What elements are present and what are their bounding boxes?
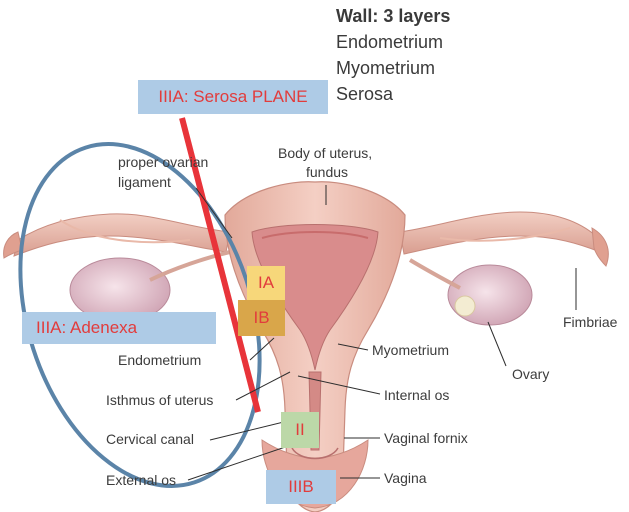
label-internal-os: Internal os <box>384 387 449 403</box>
wall-layer-myometrium: Myometrium <box>336 58 435 79</box>
stage-iiia-serosa-box: IIIA: Serosa PLANE <box>138 80 328 114</box>
label-ovary: Ovary <box>512 366 549 382</box>
label-myometrium: Myometrium <box>372 342 449 358</box>
stage-ia-box: IA <box>247 266 285 300</box>
stage-iiib-box: IIIB <box>266 470 336 504</box>
label-external-os: External os <box>106 472 176 488</box>
stage-iiia-adnexa-label: IIIA: Adenexa <box>36 318 137 338</box>
label-vagina: Vagina <box>384 470 427 486</box>
stage-ii-box: II <box>281 412 319 448</box>
left-fallopian-tube <box>4 214 230 258</box>
label-vaginal-fornix: Vaginal fornix <box>384 430 468 446</box>
label-fimbriae: Fimbriae <box>563 314 617 330</box>
wall-layer-serosa: Serosa <box>336 84 393 105</box>
label-body-of-uterus-1: Body of uterus, <box>278 145 372 161</box>
label-cervical-canal: Cervical canal <box>106 431 194 447</box>
stage-ib-box: IB <box>238 300 285 336</box>
right-ovary <box>448 265 532 325</box>
label-proper-ovarian-ligament-1: proper ovarian <box>118 154 208 170</box>
label-body-of-uterus-2: fundus <box>306 164 348 180</box>
right-fallopian-tube <box>400 212 608 266</box>
wall-title: Wall: 3 layers <box>336 6 450 27</box>
wall-layer-endometrium: Endometrium <box>336 32 443 53</box>
label-endometrium: Endometrium <box>118 352 201 368</box>
label-proper-ovarian-ligament-2: ligament <box>118 174 171 190</box>
stage-iiia-adnexa-box: IIIA: Adenexa <box>22 312 216 344</box>
label-isthmus: Isthmus of uterus <box>106 392 213 408</box>
